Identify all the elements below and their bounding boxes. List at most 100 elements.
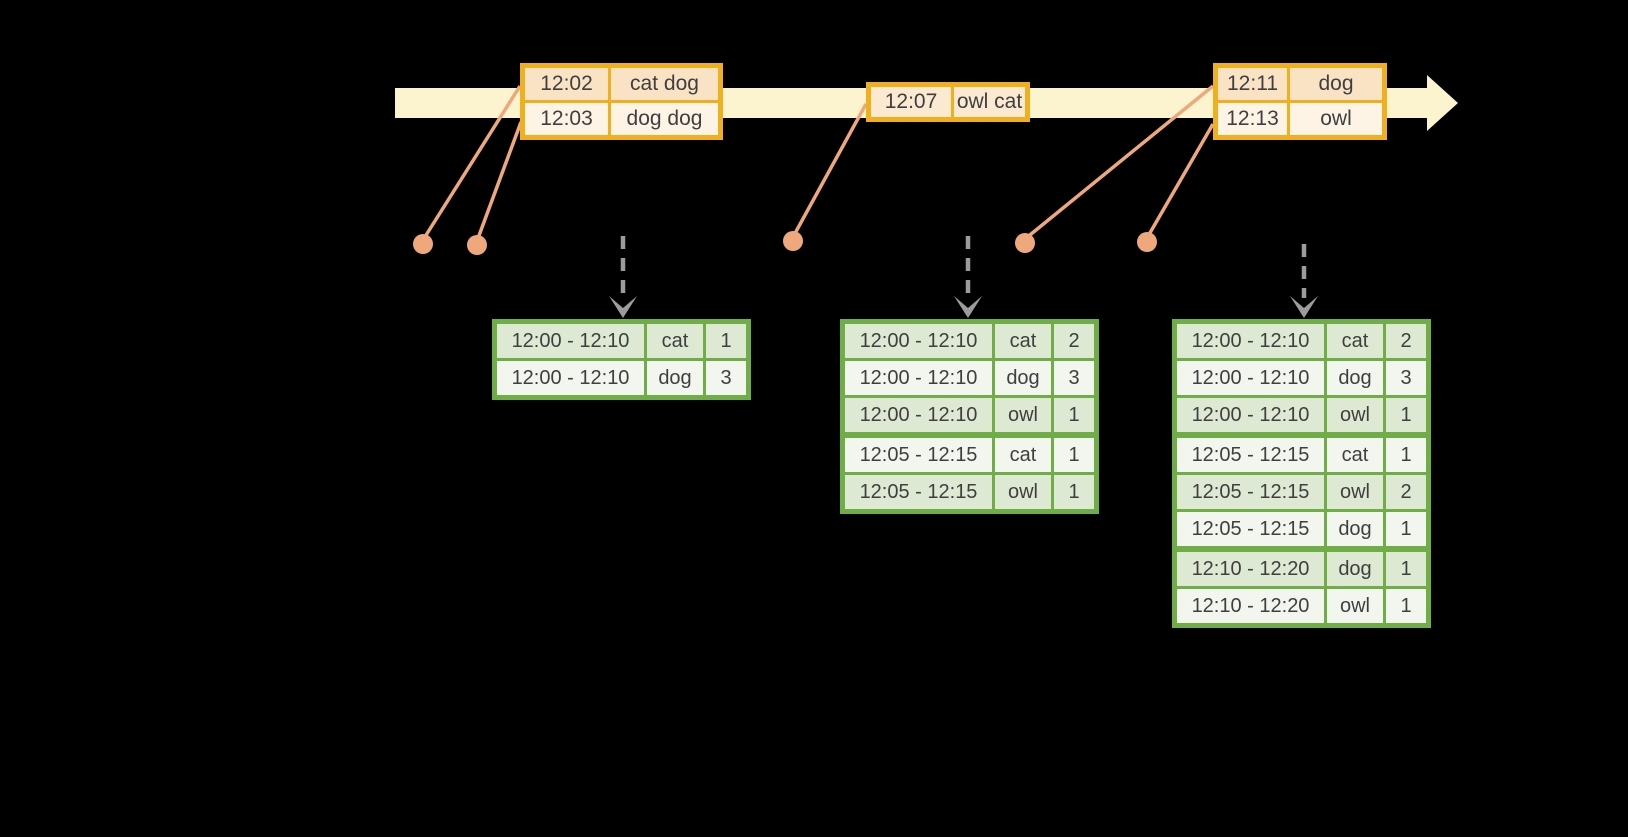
timeline-arrowhead-icon [1427, 75, 1458, 131]
event-table-3: 12:11 dog 12:13 owl [1213, 63, 1387, 140]
connector-line-1 [421, 85, 522, 241]
count-cell: 2 [1054, 324, 1094, 358]
result-row: 12:00 - 12:10 cat 1 [497, 324, 746, 358]
window-cell: 12:00 - 12:10 [845, 324, 992, 358]
result-table-1: 12:00 - 12:10 cat 1 12:00 - 12:10 dog 3 [492, 319, 751, 400]
count-cell: 2 [1386, 475, 1426, 509]
result-row: 12:05 - 12:15 cat 1 [1177, 438, 1426, 472]
count-cell: 1 [1386, 438, 1426, 472]
window-group: 12:00 - 12:10 cat 2 12:00 - 12:10 dog 3 … [1177, 324, 1426, 432]
word-cell: dog [1327, 512, 1383, 546]
window-cell: 12:10 - 12:20 [1177, 589, 1324, 623]
word-cell: owl [995, 475, 1051, 509]
count-cell: 1 [1386, 512, 1426, 546]
result-row: 12:00 - 12:10 dog 3 [497, 361, 746, 395]
result-table-3: 12:00 - 12:10 cat 2 12:00 - 12:10 dog 3 … [1172, 319, 1431, 628]
event-row: 12:13 owl [1218, 103, 1382, 135]
event-dots [413, 231, 1157, 255]
connector-line-5 [1145, 123, 1215, 239]
window-cell: 12:05 - 12:15 [845, 438, 992, 472]
window-cell: 12:00 - 12:10 [845, 361, 992, 395]
word-cell: dog [647, 361, 703, 395]
count-cell: 1 [1386, 552, 1426, 586]
event-time: 12:13 [1218, 103, 1287, 135]
result-row: 12:05 - 12:15 cat 1 [845, 438, 1094, 472]
event-words: owl [1290, 103, 1382, 135]
count-cell: 1 [1054, 475, 1094, 509]
result-row: 12:05 - 12:15 dog 1 [1177, 512, 1426, 546]
event-dot-4 [1015, 233, 1035, 253]
word-cell: owl [1327, 589, 1383, 623]
word-cell: cat [647, 324, 703, 358]
flow-arrowhead-icon-3 [1290, 296, 1318, 318]
window-group: 12:05 - 12:15 cat 1 12:05 - 12:15 owl 1 [845, 438, 1094, 509]
event-words: cat dog [611, 68, 718, 100]
result-row: 12:00 - 12:10 dog 3 [845, 361, 1094, 395]
count-cell: 1 [1386, 398, 1426, 432]
flow-arrows [620, 236, 1307, 298]
result-row: 12:00 - 12:10 cat 2 [1177, 324, 1426, 358]
result-row: 12:00 - 12:10 owl 1 [845, 398, 1094, 432]
count-cell: 2 [1386, 324, 1426, 358]
window-cell: 12:05 - 12:15 [1177, 438, 1324, 472]
result-table-2: 12:00 - 12:10 cat 2 12:00 - 12:10 dog 3 … [840, 319, 1099, 514]
window-cell: 12:00 - 12:10 [497, 361, 644, 395]
count-cell: 3 [706, 361, 746, 395]
flow-arrowhead-icon-1 [609, 296, 637, 318]
word-cell: owl [1327, 475, 1383, 509]
window-cell: 12:05 - 12:15 [845, 475, 992, 509]
event-dot-5 [1137, 232, 1157, 252]
event-connectors [421, 84, 1215, 242]
result-row: 12:00 - 12:10 owl 1 [1177, 398, 1426, 432]
event-dot-2 [467, 235, 487, 255]
window-cell: 12:00 - 12:10 [1177, 398, 1324, 432]
count-cell: 1 [1386, 589, 1426, 623]
result-row: 12:00 - 12:10 cat 2 [845, 324, 1094, 358]
word-cell: owl [995, 398, 1051, 432]
result-row: 12:10 - 12:20 owl 1 [1177, 589, 1426, 623]
window-group: 12:10 - 12:20 dog 1 12:10 - 12:20 owl 1 [1177, 552, 1426, 623]
window-group: 12:00 - 12:10 cat 2 12:00 - 12:10 dog 3 … [845, 324, 1094, 432]
window-cell: 12:00 - 12:10 [1177, 361, 1324, 395]
word-cell: cat [995, 324, 1051, 358]
result-row: 12:10 - 12:20 dog 1 [1177, 552, 1426, 586]
event-time: 12:02 [525, 68, 608, 100]
event-words: owl cat [954, 87, 1025, 117]
word-cell: dog [1327, 552, 1383, 586]
connector-line-4 [1023, 84, 1215, 241]
word-cell: cat [995, 438, 1051, 472]
window-cell: 12:05 - 12:15 [1177, 475, 1324, 509]
word-cell: cat [1327, 438, 1383, 472]
event-table-1: 12:02 cat dog 12:03 dog dog [520, 63, 723, 140]
result-row: 12:00 - 12:10 dog 3 [1177, 361, 1426, 395]
event-time: 12:11 [1218, 68, 1287, 100]
word-cell: dog [995, 361, 1051, 395]
result-row: 12:05 - 12:15 owl 1 [845, 475, 1094, 509]
flow-arrowheads [609, 296, 1318, 318]
count-cell: 1 [1054, 438, 1094, 472]
event-row: 12:03 dog dog [525, 103, 718, 135]
count-cell: 3 [1054, 361, 1094, 395]
window-cell: 12:10 - 12:20 [1177, 552, 1324, 586]
event-row: 12:07 owl cat [871, 87, 1025, 117]
event-time: 12:03 [525, 103, 608, 135]
flow-arrowhead-icon-2 [954, 296, 982, 318]
window-cell: 12:05 - 12:15 [1177, 512, 1324, 546]
window-cell: 12:00 - 12:10 [845, 398, 992, 432]
event-table-2: 12:07 owl cat [866, 82, 1030, 122]
count-cell: 1 [1054, 398, 1094, 432]
event-row: 12:02 cat dog [525, 68, 718, 100]
result-row: 12:05 - 12:15 owl 2 [1177, 475, 1426, 509]
connector-line-3 [791, 103, 868, 238]
window-group: 12:05 - 12:15 cat 1 12:05 - 12:15 owl 2 … [1177, 438, 1426, 546]
event-words: dog [1290, 68, 1382, 100]
word-cell: dog [1327, 361, 1383, 395]
count-cell: 3 [1386, 361, 1426, 395]
event-dot-3 [783, 231, 803, 251]
word-cell: cat [1327, 324, 1383, 358]
window-cell: 12:00 - 12:10 [1177, 324, 1324, 358]
window-cell: 12:00 - 12:10 [497, 324, 644, 358]
word-cell: owl [1327, 398, 1383, 432]
count-cell: 1 [706, 324, 746, 358]
